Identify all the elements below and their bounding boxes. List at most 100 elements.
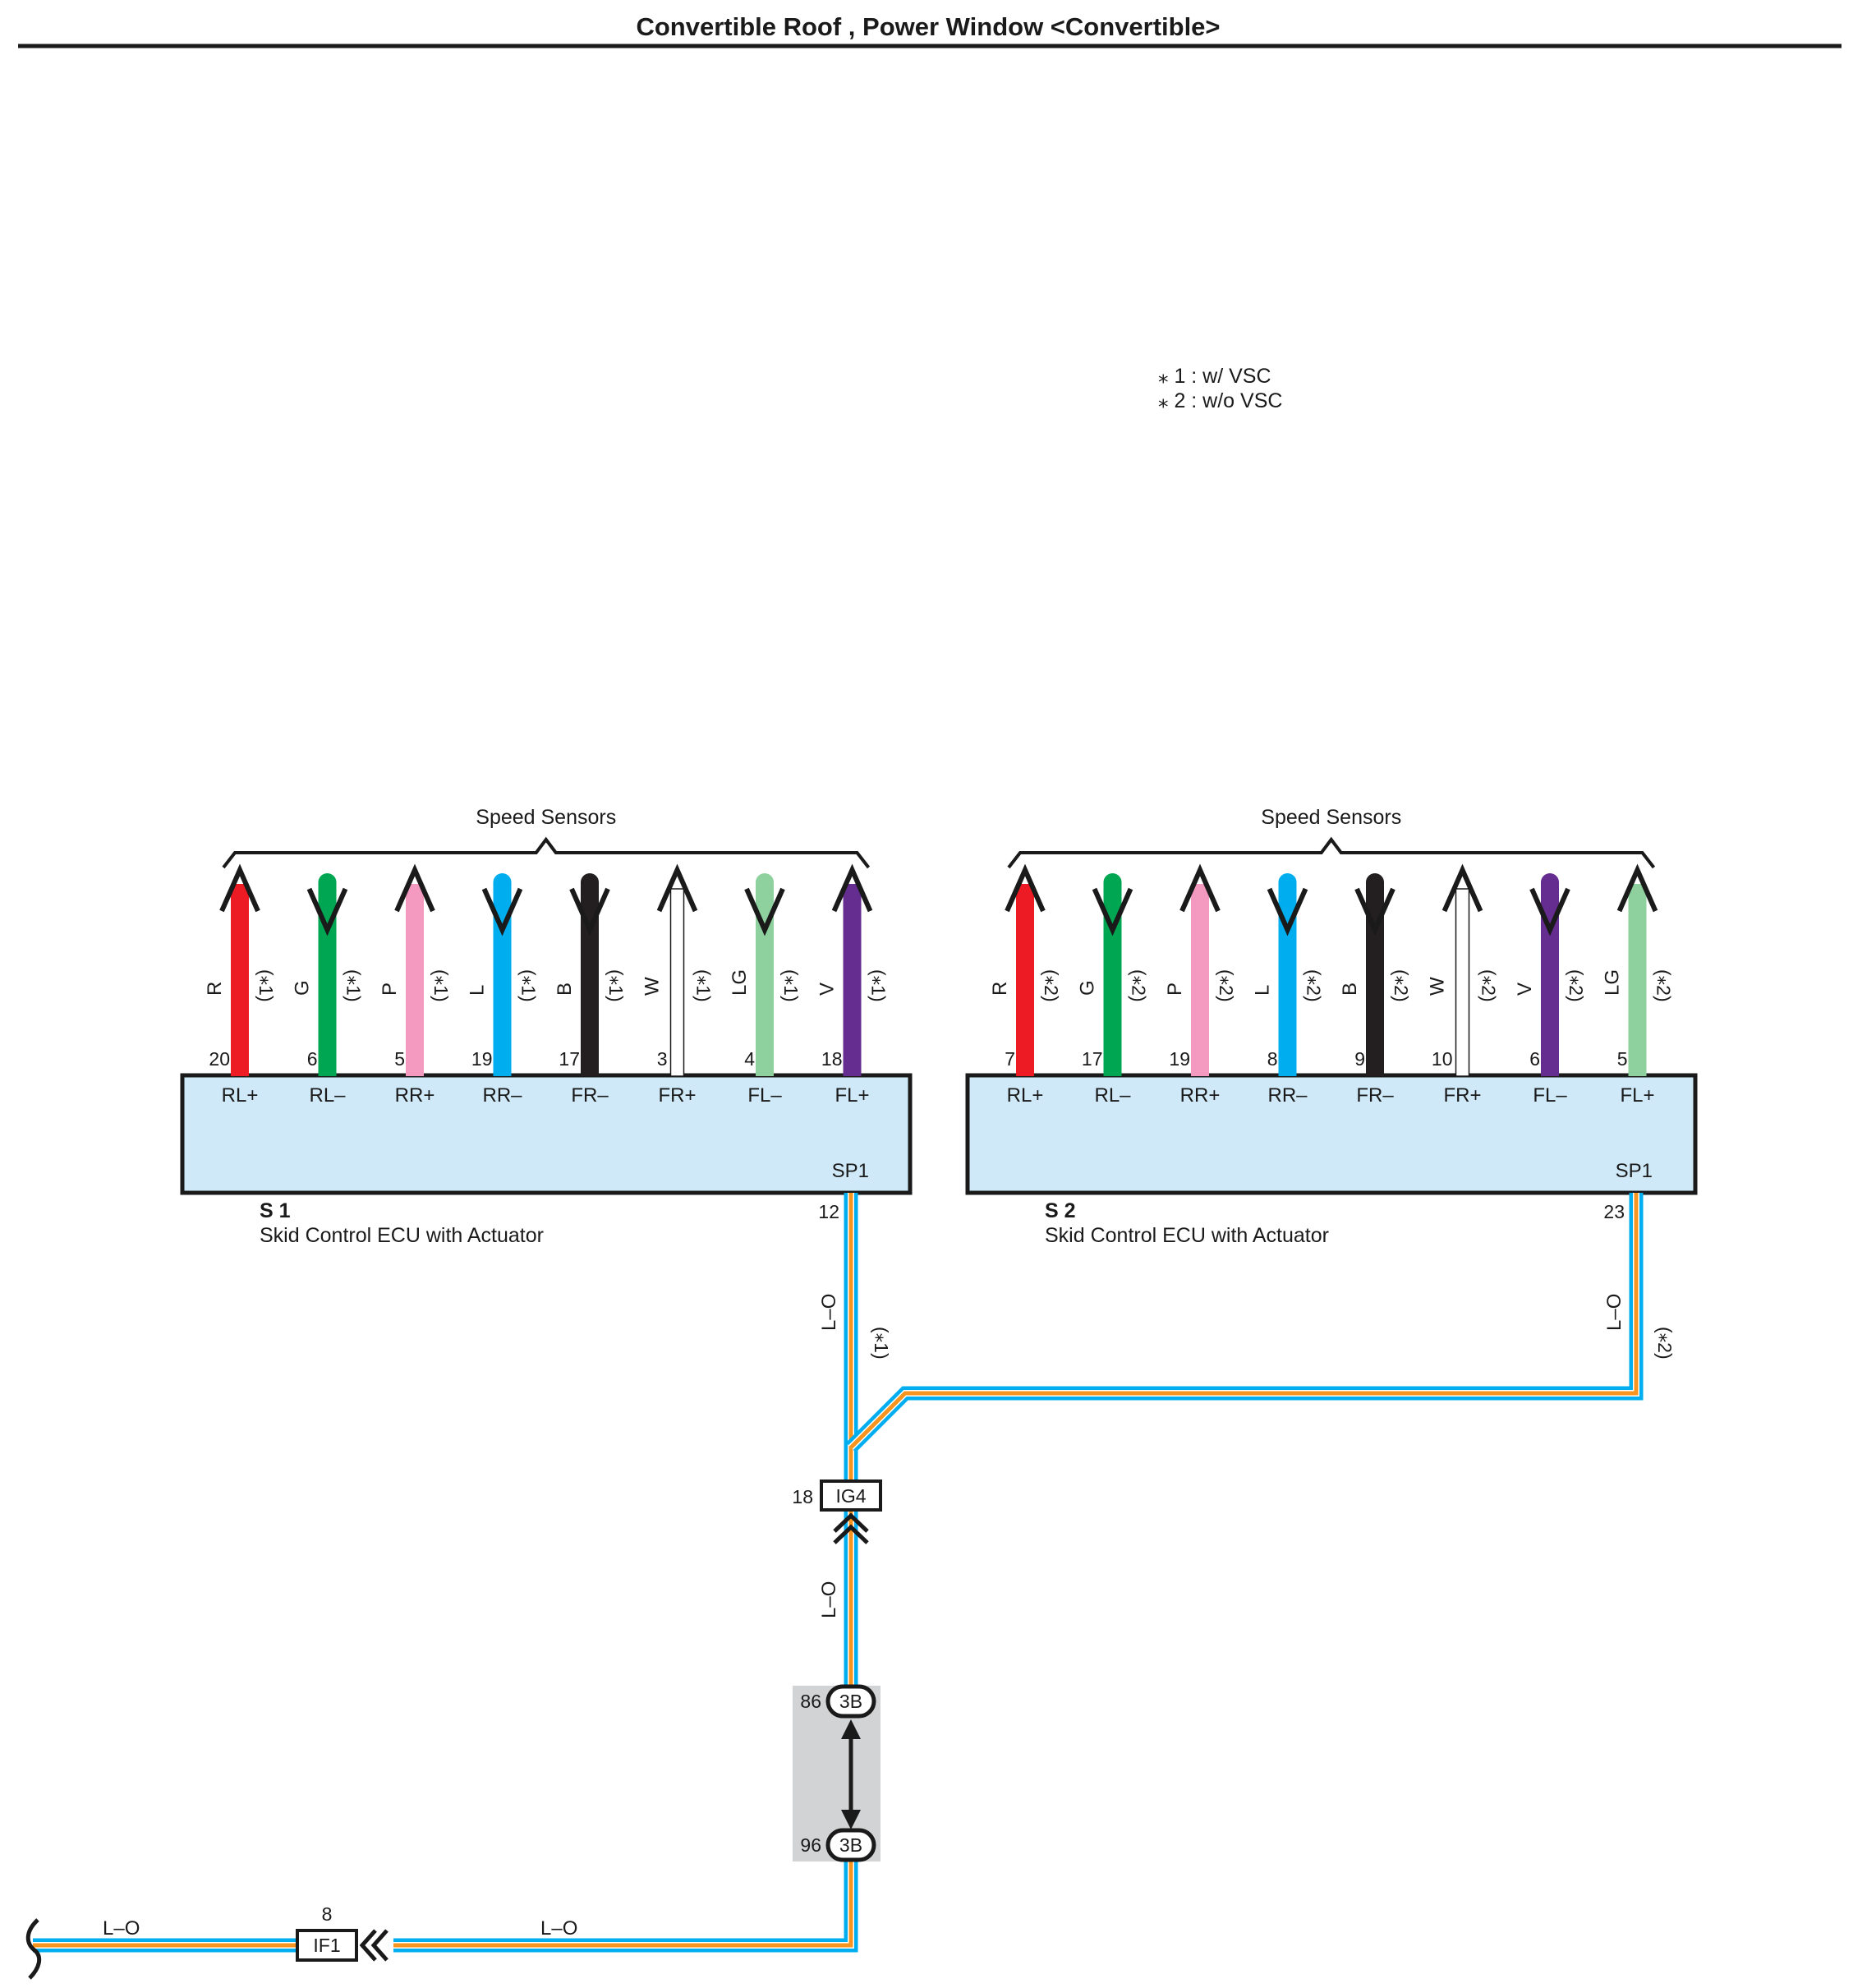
- arrow-up-icon: [656, 863, 698, 913]
- wire-line-body: [1366, 887, 1384, 1076]
- wire-line: [843, 884, 862, 1076]
- wire-variant-note: (⁎2): [1041, 969, 1062, 1002]
- wire-label-bottom-left: L–O: [103, 1917, 140, 1940]
- terminal-name: FL–: [747, 1084, 782, 1107]
- pin-number: 18: [821, 1048, 843, 1070]
- wire-variant-note: (⁎2): [1478, 969, 1500, 1002]
- connector-if1-pin: 8: [322, 1903, 333, 1925]
- wire-variant-note: (⁎1): [343, 969, 365, 1002]
- sensor-wire-fl-plus[interactable]: [831, 863, 873, 1076]
- harness-segment-stripe: [393, 1860, 853, 1948]
- wire-variant-note: (⁎1): [868, 969, 890, 1002]
- sensor-wire-fr-plus[interactable]: [656, 863, 698, 1077]
- sensor-wire-rr-minus[interactable]: [481, 873, 523, 1076]
- ecu-s1-output-variant: (⁎1): [871, 1327, 892, 1360]
- wire-line: [406, 884, 424, 1076]
- wire-line-body: [318, 887, 337, 1076]
- pin-number: 17: [559, 1048, 580, 1070]
- terminal-name: RL–: [1094, 1084, 1131, 1107]
- sensor-wire-rr-minus[interactable]: [1267, 873, 1308, 1076]
- harness-segment-gap: [393, 1860, 854, 1949]
- wire-line: [1628, 884, 1647, 1076]
- wire-line-body: [1278, 887, 1297, 1076]
- wire-variant-note: (⁎1): [518, 969, 540, 1002]
- pin-number: 6: [307, 1048, 318, 1070]
- arrow-up-icon: [1179, 863, 1221, 913]
- wire-color-code: G: [292, 980, 314, 996]
- ecu-s2-group: Speed SensorsR(⁎2)7RL+G(⁎2)17RL–P(⁎2)19R…: [965, 806, 1698, 1195]
- ecu-s1-id: S 1: [260, 1199, 291, 1222]
- wire-variant-note: (⁎1): [430, 969, 452, 1002]
- connector-if1[interactable]: IF1: [296, 1929, 358, 1962]
- arrow-up-icon: [1616, 863, 1658, 913]
- wire-variant-note: (⁎1): [780, 969, 802, 1002]
- terminal-name: RR–: [1267, 1084, 1308, 1107]
- wire-color-code: L: [467, 985, 489, 996]
- ecu-s1-group: Speed SensorsR(⁎1)20RL+G(⁎1)6RL–P(⁎1)5RR…: [180, 806, 913, 1195]
- pin-number: 7: [1005, 1048, 1015, 1070]
- sensor-wire-rl-plus[interactable]: [219, 863, 260, 1076]
- ecu-s2-output-variant: (⁎2): [1654, 1327, 1676, 1360]
- sensor-wire-fl-minus[interactable]: [744, 873, 785, 1076]
- wire-variant-note: (⁎1): [255, 969, 277, 1002]
- terminal-name: RL+: [1007, 1084, 1044, 1107]
- wire-color-code: V: [816, 982, 839, 996]
- wire-line-body: [1541, 887, 1559, 1076]
- speed-sensors-label: Speed Sensors: [1261, 806, 1401, 829]
- wire-color-code: P: [379, 982, 401, 996]
- wire-color-code: V: [1514, 982, 1536, 996]
- wire-line: [1016, 884, 1034, 1076]
- sensor-wire-fr-minus[interactable]: [569, 873, 610, 1076]
- arrow-down-icon: [1354, 887, 1395, 936]
- double-chevron-icon: [833, 1512, 869, 1544]
- sensor-wire-rr-plus[interactable]: [1179, 863, 1221, 1076]
- wire-color-code: LG: [729, 969, 751, 996]
- wire-label-ig4-3b: L–O: [818, 1581, 840, 1618]
- connector-ig4-label: IG4: [835, 1485, 866, 1507]
- ecu-s1-output-terminal: SP1: [832, 1160, 869, 1182]
- wire-variant-note: (⁎2): [1391, 969, 1412, 1002]
- ecu-s2-output-wire-color: L–O: [1603, 1294, 1625, 1331]
- arrow-up-icon: [1441, 863, 1483, 913]
- arrow-up-icon: [831, 863, 873, 913]
- sensor-wire-rl-minus[interactable]: [1092, 873, 1133, 1076]
- wire-variant-note: (⁎2): [1129, 969, 1150, 1002]
- terminal-name: FR–: [1356, 1084, 1394, 1107]
- sensor-wire-fl-minus[interactable]: [1529, 873, 1570, 1076]
- sensor-wire-fl-plus[interactable]: [1616, 863, 1658, 1076]
- sensor-wire-rl-minus[interactable]: [306, 873, 348, 1076]
- ecu-s2-output-terminal: SP1: [1616, 1160, 1653, 1182]
- pin-number: 5: [1617, 1048, 1628, 1070]
- wire-variant-note: (⁎1): [693, 969, 715, 1002]
- sensor-wire-fr-minus[interactable]: [1354, 873, 1395, 1076]
- ecu-s2-output-pin: 23: [1603, 1201, 1625, 1222]
- wire-color-code: R: [204, 982, 226, 996]
- wire-color-code: W: [1427, 977, 1449, 996]
- connector-ig4[interactable]: IG4: [820, 1479, 882, 1512]
- arrow-down-icon: [1529, 887, 1570, 936]
- junction-3b-top[interactable]: 3B: [825, 1684, 876, 1719]
- ecu-s1-body: [180, 1073, 913, 1195]
- sensor-wire-fr-plus[interactable]: [1441, 863, 1483, 1077]
- wire-color-code: R: [989, 982, 1011, 996]
- sensor-wire-rr-plus[interactable]: [394, 863, 435, 1076]
- wire-color-code: B: [554, 982, 576, 996]
- arrow-down-icon: [569, 887, 610, 936]
- harness-segment-outer: [393, 1860, 858, 1953]
- arrow-down-icon: [1267, 887, 1308, 936]
- ecu-s1-output-pin: 12: [818, 1201, 839, 1222]
- wire-line: [669, 888, 685, 1077]
- ecu-s2-body: [965, 1073, 1698, 1195]
- ecu-s1-name: Skid Control ECU with Actuator: [260, 1224, 544, 1247]
- junction-3b-bottom[interactable]: 3B: [825, 1828, 876, 1862]
- arrow-down-icon: [481, 887, 523, 936]
- sensor-wire-rl-plus[interactable]: [1005, 863, 1046, 1076]
- bidirectional-arrow-icon: [841, 1719, 861, 1829]
- arrow-down-icon: [1092, 887, 1133, 936]
- pin-number: 20: [209, 1048, 230, 1070]
- terminal-name: RL+: [222, 1084, 259, 1107]
- wire-variant-note: (⁎2): [1216, 969, 1237, 1002]
- pin-number: 17: [1082, 1048, 1103, 1070]
- ecu-s2-name: Skid Control ECU with Actuator: [1045, 1224, 1329, 1247]
- pin-number: 5: [394, 1048, 405, 1070]
